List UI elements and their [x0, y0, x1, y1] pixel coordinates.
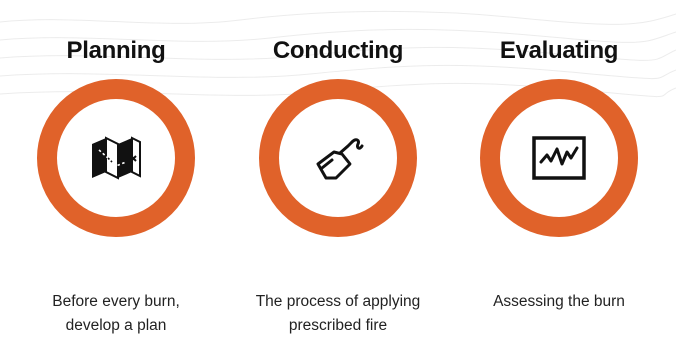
- step-evaluating: Evaluating Assessing the burn: [449, 0, 669, 350]
- step-ring: [259, 79, 417, 237]
- step-title: Conducting: [272, 37, 404, 64]
- step-planning: Planning Before every burn, develop a pl…: [6, 0, 226, 350]
- step-conducting: Conducting The process of applying presc…: [228, 0, 448, 350]
- drip-torch-icon: [316, 138, 364, 180]
- step-ring: [480, 79, 638, 237]
- step-description: The process of applying prescribed fire: [255, 293, 421, 334]
- monitor-graph-icon: [532, 136, 586, 180]
- step-title: Planning: [66, 37, 166, 64]
- step-description: Assessing the burn: [493, 293, 625, 310]
- step-description: Before every burn, develop a plan: [52, 293, 180, 334]
- step-ring: [37, 79, 195, 237]
- step-title: Evaluating: [499, 37, 619, 64]
- map-icon: [92, 136, 141, 180]
